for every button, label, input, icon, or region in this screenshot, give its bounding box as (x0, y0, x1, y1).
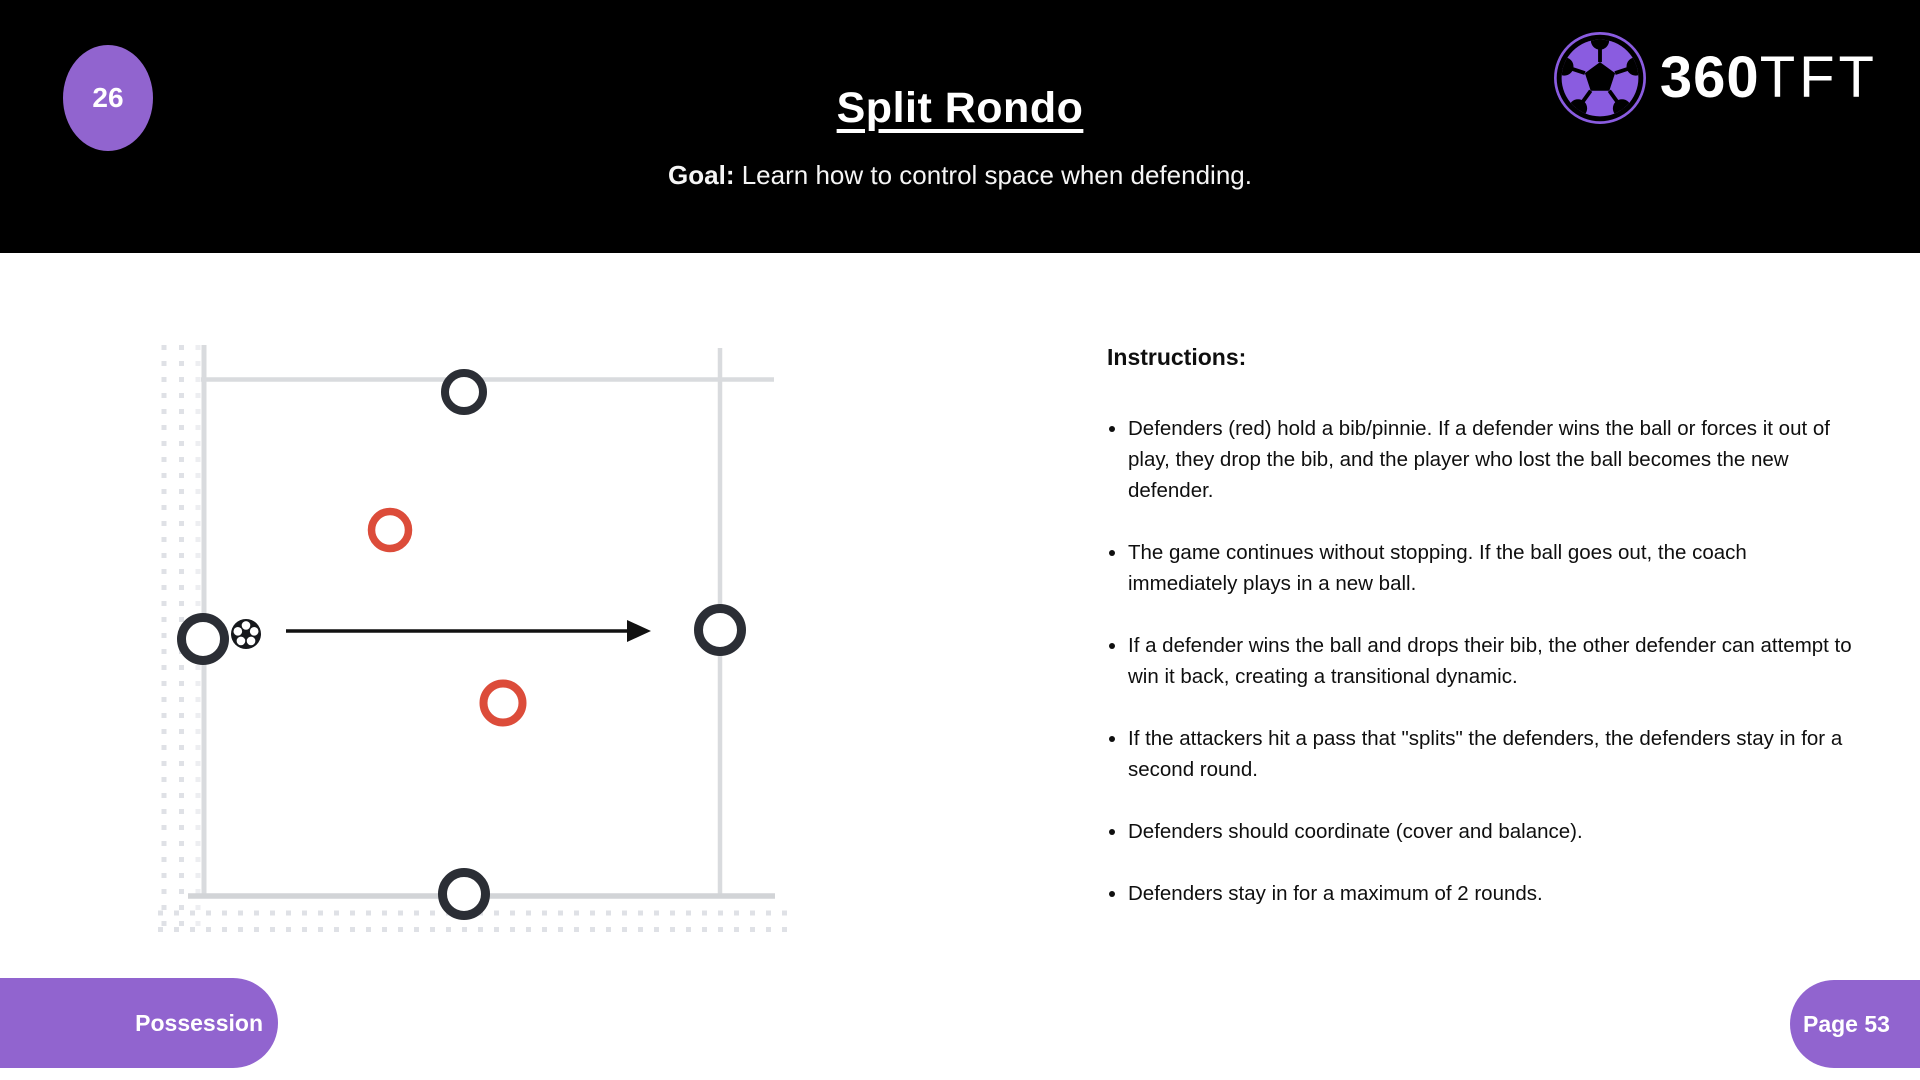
page-number-label: Page 53 (1803, 1010, 1890, 1037)
instruction-item: Defenders should coordinate (cover and b… (1128, 816, 1852, 847)
instruction-item: If the attackers hit a pass that "splits… (1128, 723, 1852, 785)
instructions-panel: Instructions: Defenders (red) hold a bib… (1107, 344, 1852, 940)
defender-red-lower (479, 679, 527, 727)
instruction-item: Defenders stay in for a maximum of 2 rou… (1128, 878, 1852, 909)
page-title: Split Rondo (836, 84, 1084, 132)
attacker-right (694, 604, 746, 656)
players (177, 369, 746, 920)
pass-arrowhead (627, 620, 651, 642)
header-bar: 26 Split Rondo Goal: Learn how to contro… (0, 0, 1920, 253)
page-number-pill: Page 53 (1790, 980, 1920, 1068)
instruction-item: If a defender wins the ball and drops th… (1128, 630, 1852, 692)
instructions-list: Defenders (red) hold a bib/pinnie. If a … (1107, 413, 1852, 909)
session-number: 26 (92, 82, 124, 113)
defender-red-upper (367, 507, 413, 553)
goal-label: Goal: (668, 160, 735, 190)
brand-logo: 360TFT (1552, 30, 1878, 126)
drill-diagram (158, 345, 795, 934)
attacker-left (177, 613, 229, 665)
category-label: Possession (135, 1009, 263, 1036)
instruction-item: Defenders (red) hold a bib/pinnie. If a … (1128, 413, 1852, 506)
brand-wordmark: 360TFT (1660, 30, 1878, 126)
soccer-ball-logo-icon (1553, 32, 1646, 124)
brand-tft: TFT (1759, 45, 1878, 110)
pitch-grid-dots (158, 345, 795, 934)
instruction-item: The game continues without stopping. If … (1128, 537, 1852, 599)
instructions-heading: Instructions: (1107, 344, 1247, 370)
attacker-top (441, 369, 487, 415)
goal-line: Goal: Learn how to control space when de… (0, 160, 1920, 191)
session-number-badge: 26 (63, 45, 153, 151)
goal-text: Learn how to control space when defendin… (741, 160, 1252, 190)
pass-arrow (286, 620, 651, 642)
attacker-bottom (438, 868, 490, 920)
brand-360: 360 (1659, 45, 1760, 110)
ball-icon (231, 619, 261, 649)
pitch-lines (188, 345, 775, 899)
category-pill: Possession (0, 978, 278, 1068)
